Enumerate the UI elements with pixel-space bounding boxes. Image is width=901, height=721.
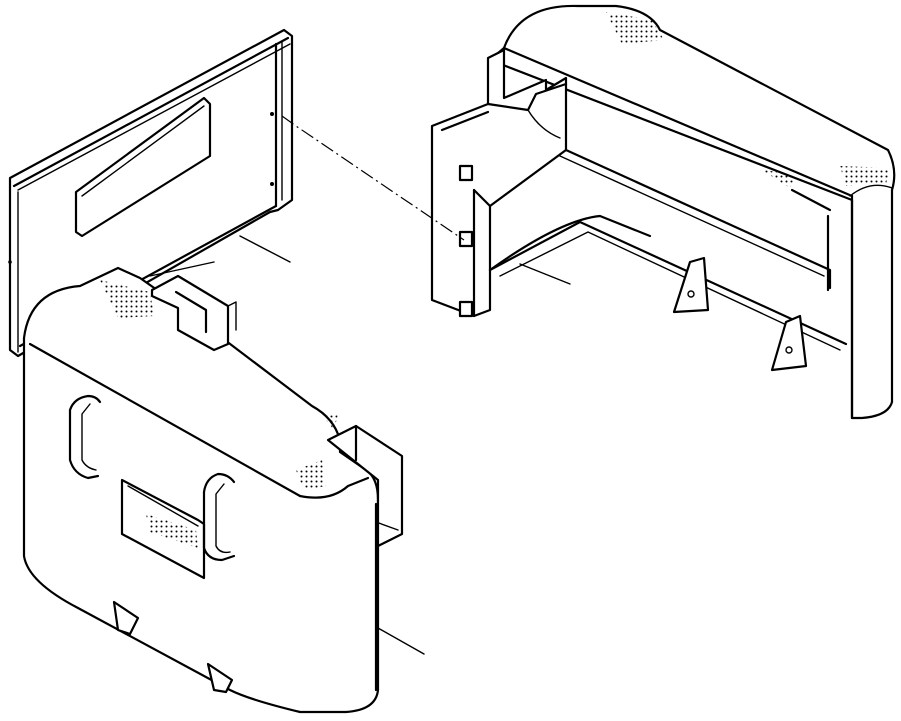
leader-line	[281, 115, 465, 241]
mounting-hole	[270, 112, 274, 116]
stippled-area	[296, 460, 326, 490]
stippled-area	[146, 514, 198, 548]
gusset-hole	[687, 290, 695, 298]
stippled-area	[320, 412, 338, 430]
stippled-area	[840, 166, 890, 186]
upper-counterweight-frame	[430, 4, 896, 420]
mounting-hole	[270, 182, 274, 186]
front-counterweight-block	[22, 266, 425, 714]
stippled-area	[762, 170, 796, 188]
nut	[458, 164, 474, 182]
front-opening	[120, 478, 206, 580]
stippled-area	[100, 280, 154, 318]
nut	[458, 230, 474, 248]
lifting-handle	[202, 472, 236, 562]
stippled-area	[606, 12, 664, 44]
lifting-handle	[68, 394, 102, 480]
gusset-hole	[785, 346, 793, 354]
mounting-hole	[8, 260, 12, 264]
nut	[458, 300, 474, 318]
